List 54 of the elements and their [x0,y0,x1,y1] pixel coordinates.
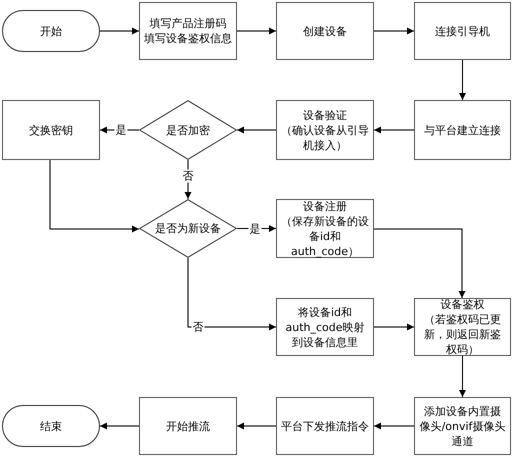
arrow [374,126,414,134]
process-box [276,100,374,160]
edge-label: 否 [192,320,204,334]
arrow [459,356,466,398]
step-text: 将设备id和auth_code映射到设备信息里 [284,304,366,350]
terminal-shape [2,10,100,52]
step-text: 添加设备内置摄像头/onvif摄像头通道 [419,404,506,448]
step-text: 填写产品注册码 [150,16,226,31]
step-text: 平台下发推流指令 [281,418,369,434]
process-box [276,2,374,60]
arrow [188,258,276,330]
arrow [374,228,466,298]
process-box [2,100,100,160]
process-box [139,397,237,455]
arrow [50,160,140,232]
arrow [100,28,140,34]
step-text: （保存新设备的设备id和auth_code） [281,214,369,258]
arrow [374,324,414,330]
process-box [276,298,374,356]
decision-diamond [139,100,237,160]
step-text: 填写设备鉴权信息 [144,31,232,46]
edge-label: 是 [114,124,128,136]
arrow [459,60,466,100]
step-text: （若鉴权码已更新，则返回新鉴权码） [423,312,502,357]
step-text: 设备鉴权 [440,297,484,312]
process-box [276,397,374,455]
process-box [139,2,237,60]
arrow [100,422,140,430]
terminal-text: 开始 [40,24,62,38]
arrow [236,28,276,34]
edge-label: 是 [248,222,262,236]
step-text: 交换密钥 [29,122,73,138]
question-text: 是否加密 [166,122,210,138]
step-text: （确认设备从引导机接入） [281,122,369,152]
arrow [374,28,414,34]
step-text: 连接引导机 [435,24,490,38]
process-box [414,397,511,455]
process-box [414,298,511,356]
step-text: 与平台建立连接 [424,122,501,138]
question-text: 是否为新设备 [155,221,221,236]
step-text: 设备验证 [303,108,347,122]
process-box [414,2,511,60]
arrow [236,422,276,430]
terminal-text: 结束 [40,418,62,434]
step-text: 开始推流 [166,418,210,434]
terminal-shape [2,405,100,447]
edge-label: 否 [182,170,194,182]
step-text: 设备注册 [303,198,347,214]
step-text: 创建设备 [303,24,347,38]
process-box [414,100,511,160]
arrow [374,422,414,430]
decision-diamond [139,199,237,258]
arrow [236,126,276,134]
process-box [276,199,374,258]
